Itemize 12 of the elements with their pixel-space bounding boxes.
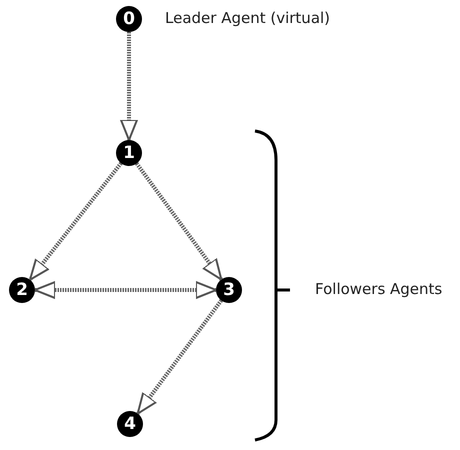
numbered-circle: 0 [116,6,142,32]
numbered-circle: 3 [216,277,242,303]
hollow-arrow [34,281,217,299]
numbered-circle: 1 [116,140,142,166]
hollow-arrow [136,299,223,415]
numbered-circle: 4 [117,411,143,437]
group-label: Followers Agents [315,280,442,298]
hollow-arrow [120,32,138,141]
numbered-circle: 2 [9,277,35,303]
hollow-arrow [135,162,223,281]
hollow-arrow [28,162,123,281]
node-caption: Leader Agent (virtual) [165,9,330,27]
